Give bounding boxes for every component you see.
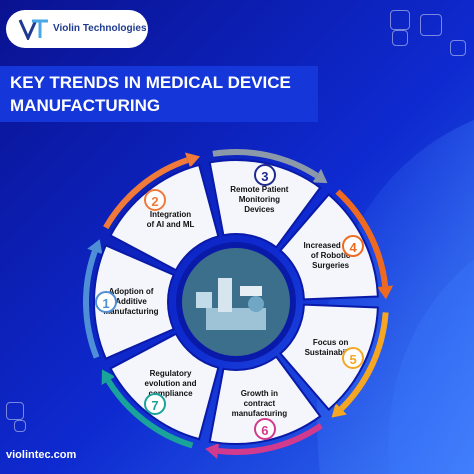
segment-label-line: Increased Use (303, 241, 358, 251)
cycle-arrow-3 (212, 149, 319, 179)
step-number-badge-7: 7 (143, 392, 166, 415)
brand-name: Violin Technologies (53, 23, 147, 34)
cycle-arrowhead-2 (184, 152, 201, 168)
cycle-arrowhead-3 (312, 168, 328, 184)
segment-label-line: Integration (149, 209, 192, 219)
brand-logo (6, 10, 148, 48)
decorative-square (390, 10, 410, 30)
step-number-badge-3: 3 (253, 164, 276, 187)
segment-label-line: Remote Patient (230, 184, 289, 194)
segment-1 (93, 244, 175, 360)
step-number-badge-5: 5 (342, 347, 365, 370)
segment-label-line: of AI and ML (146, 219, 195, 229)
page-title: KEY TRENDS IN MEDICAL DEVICE MANUFACTURI… (10, 73, 291, 115)
segment-label-line: Regulatory (149, 369, 192, 379)
segment-7 (109, 332, 220, 441)
title-band (0, 66, 318, 122)
segment-label-line: manufacturing (231, 409, 288, 419)
segment-label-line: of Robotic (310, 251, 351, 261)
cycle-arrow-2 (103, 157, 189, 230)
cycle-arrowhead-4 (377, 285, 394, 300)
segment-3 (208, 159, 322, 249)
segment-label-line: Additive (115, 297, 147, 306)
decorative-square (6, 402, 24, 420)
segment-6 (208, 355, 322, 445)
cycle-arrowhead-7 (101, 369, 116, 386)
cycle-arrow-1 (83, 250, 100, 359)
center-photo-icon (176, 242, 296, 362)
segment-4 (278, 193, 379, 301)
segment-label-line: Devices (244, 204, 275, 214)
segment-label-line: compliance (148, 389, 193, 399)
segment-label-line: Sustainability (304, 347, 357, 357)
cycle-arrowhead-5 (331, 403, 347, 418)
segment-label-line: contract (243, 399, 276, 409)
cycle-arrow-5 (339, 312, 389, 411)
segment-label-line: Monitoring (238, 194, 281, 204)
segment-label-line: Manufacturing (103, 307, 159, 316)
brand-logo-icon (18, 19, 48, 40)
footer-url[interactable]: violintec.com (6, 449, 77, 461)
step-number-badge-4: 4 (342, 234, 365, 257)
segment-2 (109, 163, 220, 272)
step-number-badge-2: 2 (143, 189, 166, 212)
step-number-badge-6: 6 (253, 417, 276, 440)
cycle-arrow-4 (335, 189, 389, 287)
cycle-arrowhead-6 (205, 442, 220, 459)
decorative-square (450, 40, 466, 56)
segment-label-line: Growth in (240, 389, 279, 399)
segment-5 (278, 303, 379, 411)
cycle-arrowhead-1 (87, 239, 103, 255)
decorative-square (14, 420, 26, 432)
decorative-square (420, 14, 442, 36)
segment-label-line: evolution and (144, 379, 197, 389)
segment-label-line: Focus on (312, 337, 349, 347)
cycle-arrow-7 (105, 379, 194, 449)
segment-label-line: Surgeries (312, 261, 350, 271)
step-number-badge-1: 1 (95, 291, 117, 313)
decorative-square (392, 30, 408, 46)
segment-label-line: Adoption of (108, 287, 154, 296)
cycle-arrow-6 (217, 423, 323, 455)
